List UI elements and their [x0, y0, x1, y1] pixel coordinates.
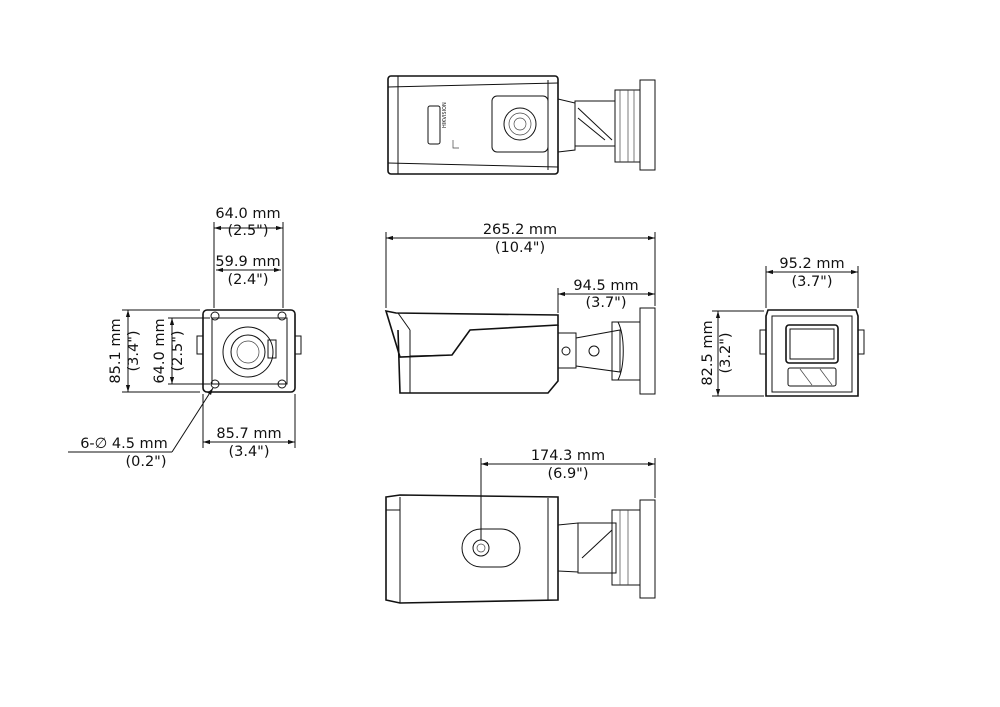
dim-bottom-length: 174.3 mm (6.9") [480, 448, 656, 540]
dim-bottom-length-mm: 174.3 mm [531, 448, 605, 464]
dim-base-width-mm: 85.7 mm [216, 426, 281, 442]
dim-bracket-length-mm: 94.5 mm [573, 278, 638, 294]
dim-mount-holes-mm: 6-∅ 4.5 mm [80, 436, 168, 452]
dim-rear-hole-height: 64.0 mm (2.5") [152, 317, 210, 385]
dim-front-height-inch: (3.2") [718, 332, 734, 373]
dim-base-width: 85.7 mm (3.4") [202, 394, 296, 460]
dim-base-width-inch: (3.4") [228, 444, 269, 460]
brand-label: HIKVISION [442, 102, 448, 128]
rear-base-view [196, 309, 302, 393]
dim-rear-hole-span-inch: (2.4") [227, 272, 268, 288]
dim-bracket-length: 94.5 mm (3.7") [557, 278, 655, 313]
side-view [384, 307, 656, 395]
dim-overall-length: 265.2 mm (10.4") [385, 222, 656, 308]
dim-rear-height: 85.1 mm (3.4") [108, 309, 200, 393]
dim-bottom-length-inch: (6.9") [547, 466, 588, 482]
dim-rear-height-mm: 85.1 mm [108, 318, 124, 383]
dim-rear-hole-span: 59.9 mm (2.4") [215, 254, 281, 288]
dim-front-width: 95.2 mm (3.7") [765, 256, 859, 308]
dim-rear-width-mm: 64.0 mm [215, 206, 280, 222]
dim-front-height-mm: 82.5 mm [700, 320, 716, 385]
dim-mount-holes: 6-∅ 4.5 mm (0.2") [68, 387, 214, 470]
dim-bracket-length-inch: (3.7") [585, 295, 626, 311]
dim-overall-length-mm: 265.2 mm [483, 222, 557, 238]
dim-front-width-mm: 95.2 mm [779, 256, 844, 272]
dim-overall-length-inch: (10.4") [495, 240, 545, 256]
dim-front-width-inch: (3.7") [791, 274, 832, 290]
dim-rear-width-inch: (2.5") [227, 223, 268, 239]
bottom-view [385, 494, 656, 604]
dim-rear-hole-height-mm: 64.0 mm [152, 318, 168, 383]
top-view: HIKVISION [387, 75, 656, 175]
dim-mount-holes-inch: (0.2") [125, 454, 166, 470]
dim-rear-hole-height-inch: (2.5") [170, 330, 186, 371]
dim-rear-height-inch: (3.4") [126, 330, 142, 371]
dim-rear-hole-span-mm: 59.9 mm [215, 254, 280, 270]
dim-front-height: 82.5 mm (3.2") [700, 310, 764, 397]
front-view [759, 309, 865, 397]
